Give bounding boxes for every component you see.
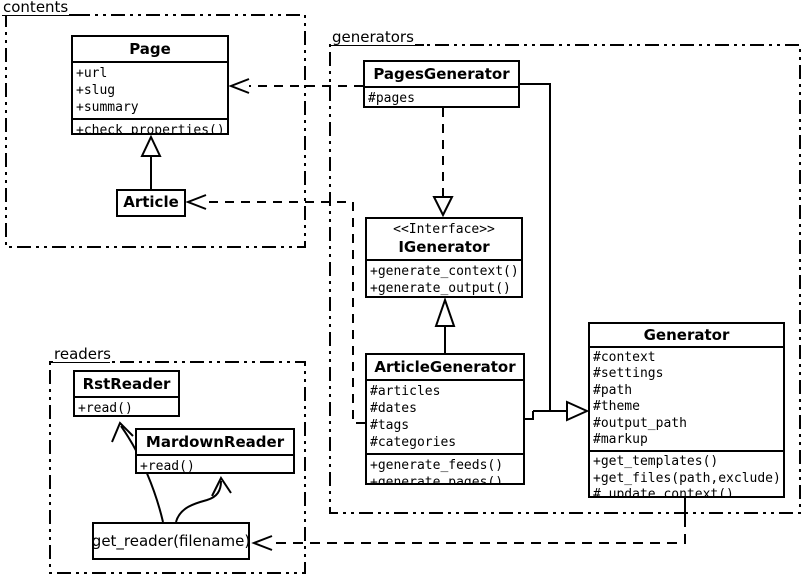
generalization-articlegenerator-igenerator-triangle [434, 296, 456, 327]
method-line: +get_files(path,exclude) [593, 470, 781, 486]
dependency-pagesgenerator-page-arrowhead [228, 78, 250, 94]
class-box-page: Page +url +slug +summary +check_properti… [71, 35, 229, 135]
generators-package-label: generators [331, 28, 415, 46]
method-line: +generate_context() [370, 264, 519, 279]
generalization-pagesgenerator-generator-line [520, 83, 551, 411]
dependency-articlegenerator-article-line [206, 201, 365, 424]
attribute-line: +slug [76, 83, 116, 98]
class-box-mardownreader: MardownReader +read() [135, 428, 295, 474]
readers-package-label: readers [53, 345, 112, 363]
generators-package-border [329, 44, 801, 514]
attribute-line: #dates [370, 401, 417, 416]
realization-pagesgenerator-igenerator-triangle [432, 196, 454, 218]
class-name-page: Page [73, 37, 227, 63]
method-line: +get_templates() [593, 454, 719, 470]
class-name-igenerator: IGenerator [398, 238, 490, 256]
class-box-pagesgenerator: PagesGenerator #pages [363, 60, 520, 108]
arrow-getreader-rstreader-arrowhead [111, 421, 134, 443]
class-name-articlegenerator: ArticleGenerator [367, 355, 523, 381]
class-name-pagesgenerator: PagesGenerator [365, 62, 518, 88]
attribute-line: #tags [370, 418, 410, 433]
arrow-getreader-mardownreader-curve [175, 480, 222, 523]
generalization-generator-triangle [566, 400, 590, 422]
class-name-article: Article [123, 193, 179, 211]
class-name-mardownreader: MardownReader [137, 430, 293, 456]
function-label-getreader: get_reader(filename) [92, 532, 250, 550]
attribute-line: #context [593, 350, 656, 365]
method-line: +generate_pages() [370, 475, 504, 485]
attribute-line: #settings [593, 366, 664, 382]
method-line: +check_properties() [76, 123, 225, 135]
attribute-line: +url [76, 66, 108, 81]
method-line: +generate_output() [370, 281, 511, 296]
class-name-generator: Generator [590, 324, 783, 348]
class-box-article: Article [116, 189, 186, 217]
contents-package-border [5, 14, 306, 248]
attribute-line: #pages [368, 91, 415, 106]
stereotype-interface: <<Interface>> [393, 222, 495, 237]
attribute-line: #theme [593, 399, 640, 415]
method-line: +read() [78, 401, 133, 416]
contents-package-label: contents [2, 0, 70, 16]
attribute-line: +summary [76, 100, 139, 115]
dependency-generator-getreader-arrowhead [251, 535, 273, 551]
generalization-articlegenerator-generator-line [525, 411, 534, 420]
dependency-generator-getreader-line [272, 517, 686, 544]
arrow-getreader-mardownreader-arrowhead [211, 476, 232, 497]
class-box-igenerator: <<Interface>> IGenerator +generate_conte… [365, 217, 523, 298]
class-box-generator: Generator #context #settings #path #them… [588, 322, 785, 498]
method-line: +generate_feeds() [370, 458, 504, 473]
function-box-getreader: get_reader(filename) [92, 522, 250, 560]
generalization-article-page-triangle [140, 134, 162, 157]
arrow-getreader-rstreader-curve [120, 425, 164, 523]
attribute-line: #path [593, 382, 633, 398]
dependency-articlegenerator-article-arrowhead [185, 194, 207, 210]
readers-package-border [49, 361, 306, 574]
attribute-line: #articles [370, 384, 441, 399]
attribute-line: #markup [593, 432, 648, 448]
method-line: +read() [140, 459, 195, 474]
attribute-line: #categories [370, 435, 457, 450]
class-name-rstreader: RstReader [75, 372, 178, 398]
method-line: #_update_context() [593, 487, 734, 498]
class-box-articlegenerator: ArticleGenerator #articles #dates #tags … [365, 353, 525, 485]
class-box-rstreader: RstReader +read() [73, 370, 180, 417]
attribute-line: #output_path [593, 415, 687, 431]
